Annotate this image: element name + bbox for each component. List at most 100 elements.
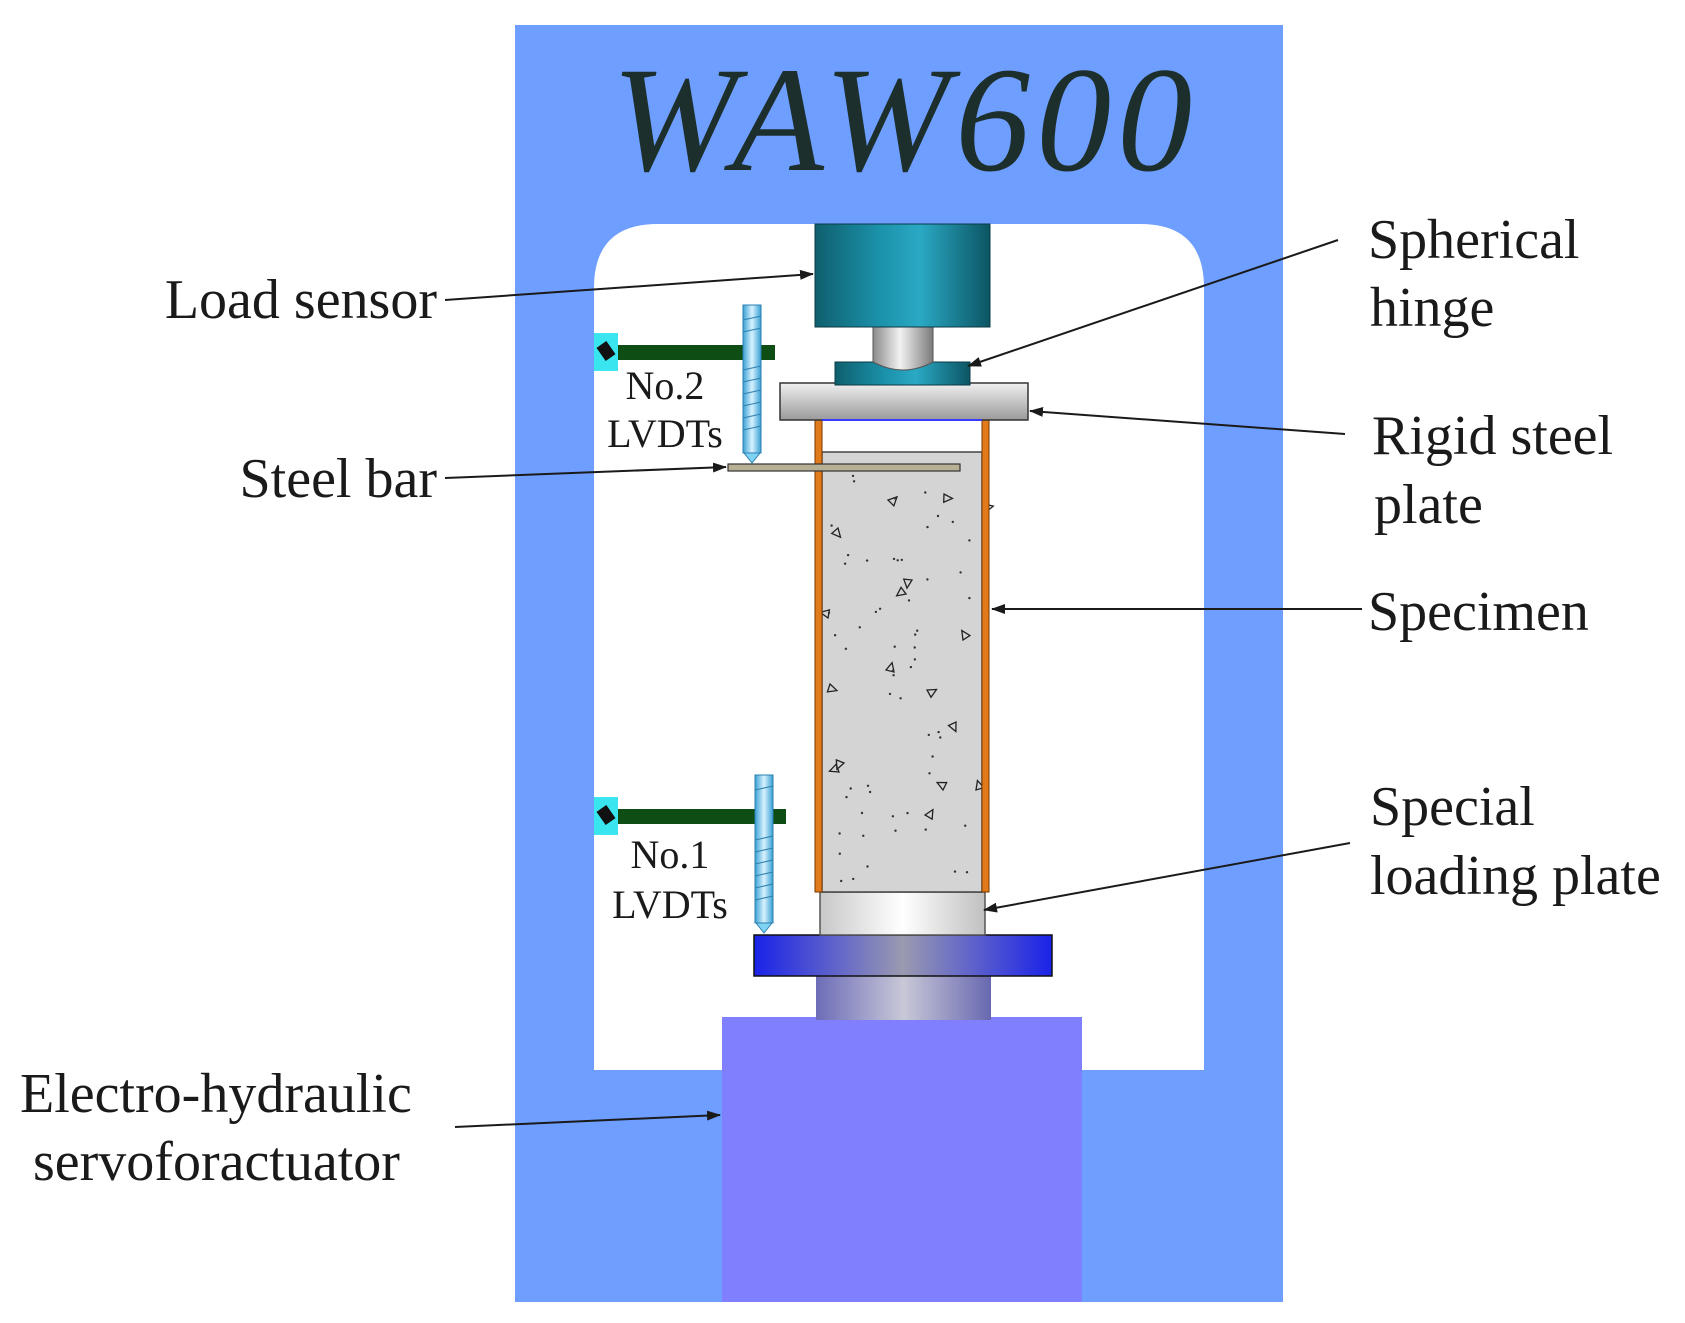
aggregate-speck <box>892 674 895 677</box>
aggregate-speck <box>866 865 869 868</box>
aggregate-speck <box>914 633 917 636</box>
steel-bar <box>727 463 961 472</box>
aggregate-particle <box>895 586 908 597</box>
lvdt1-tip <box>754 922 774 934</box>
aggregate-speck <box>913 658 917 661</box>
aggregate-particle <box>947 720 957 733</box>
label-special-plate-line2: loading plate <box>1370 845 1661 907</box>
aggregate-speck <box>891 669 895 672</box>
label-lvdt2-line2: LVDTs <box>607 411 723 456</box>
label-rigid-plate-line1: Rigid steel <box>1372 405 1613 467</box>
aggregate-speck <box>951 520 954 524</box>
aggregate-speck <box>843 562 847 565</box>
specimen-specks <box>827 467 971 883</box>
aggregate-speck <box>924 828 927 831</box>
lvdt1-clamp-screw <box>596 805 616 825</box>
label-lvdt1-line2: LVDTs <box>612 882 728 927</box>
aggregate-speck <box>858 626 861 629</box>
aggregate-speck <box>968 596 971 600</box>
aggregate-speck <box>906 811 909 815</box>
aggregate-particle <box>975 779 986 791</box>
aggregate-speck <box>830 524 833 527</box>
aggregate-speck <box>888 692 892 696</box>
aggregate-speck <box>936 514 940 518</box>
aggregate-speck <box>927 733 930 737</box>
hinge-neck <box>872 326 934 371</box>
aggregate-speck <box>896 559 899 562</box>
lvdt2-arm <box>618 345 775 360</box>
aggregate-speck <box>851 474 855 478</box>
label-spherical-hinge-line1: Spherical <box>1368 209 1579 271</box>
aggregate-speck <box>846 553 850 557</box>
label-steel-bar: Steel bar <box>240 448 438 510</box>
aggregate-speck <box>965 871 969 874</box>
label-spherical-hinge-line2: hinge <box>1370 277 1494 339</box>
lvdt2-clamp-screw <box>596 341 616 361</box>
aggregate-speck <box>840 879 843 883</box>
aggregate-particle <box>923 808 934 821</box>
aggregate-particle <box>828 763 840 773</box>
label-load-sensor: Load sensor <box>165 269 438 331</box>
aggregate-speck <box>968 539 971 542</box>
special-loading-plate <box>819 891 986 936</box>
leader-rigid-steel-plate <box>1029 406 1346 435</box>
aggregate-particle <box>925 688 938 699</box>
aggregate-speck <box>838 832 841 835</box>
aggregate-speck <box>878 607 882 610</box>
aggregate-particle <box>886 495 899 508</box>
lvdt2-tip <box>742 452 762 464</box>
electro-hydraulic-actuator <box>722 1017 1082 1302</box>
aggregate-speck <box>874 610 878 614</box>
aggregate-speck <box>852 877 855 881</box>
aggregate-particle <box>935 781 948 792</box>
aggregate-speck <box>844 647 848 650</box>
lower-loading-platen <box>753 934 1053 977</box>
steel-tube-right <box>981 417 990 893</box>
aggregate-speck <box>939 736 942 739</box>
aggregate-speck <box>838 852 841 855</box>
aggregate-speck <box>894 829 897 832</box>
aggregate-speck <box>827 611 831 615</box>
aggregate-speck <box>953 870 957 873</box>
machine-model-label: WAW600 <box>612 37 1199 203</box>
lvdt1-threads <box>754 785 774 901</box>
leader-actuator <box>454 1110 721 1128</box>
label-actuator-line1: Electro-hydraulic <box>20 1063 412 1125</box>
aggregate-speck <box>926 525 929 529</box>
aggregate-particle <box>830 526 842 539</box>
aggregate-particle <box>960 629 972 642</box>
aggregate-speck <box>833 634 837 637</box>
label-actuator-line2: servoforactuator <box>33 1131 400 1193</box>
leader-spherical-hinge <box>967 239 1339 367</box>
steel-tube-left <box>814 417 823 893</box>
load-sensor <box>814 223 991 328</box>
aggregate-speck <box>959 571 962 574</box>
leader-load-sensor <box>444 269 814 301</box>
label-rigid-plate-line2: plate <box>1374 474 1483 536</box>
lvdt1-arm <box>618 809 786 824</box>
leader-special-loading-plate <box>983 842 1351 913</box>
aggregate-speck <box>926 578 929 581</box>
aggregate-speck <box>852 480 856 483</box>
leader-steel-bar <box>444 462 727 479</box>
aggregate-speck <box>865 559 869 562</box>
label-special-plate-line1: Special <box>1370 776 1535 838</box>
aggregate-speck <box>900 558 903 562</box>
specimen <box>821 451 983 893</box>
aggregate-speck <box>893 497 896 500</box>
aggregate-particle <box>943 492 954 504</box>
rigid-steel-plate <box>779 382 1029 421</box>
aggregate-speck <box>866 784 870 787</box>
label-lvdt2-line1: No.2 <box>626 363 705 408</box>
aggregate-particle <box>884 661 895 673</box>
aggregate-speck <box>916 629 919 632</box>
aggregate-particle <box>826 682 839 693</box>
aggregate-speck <box>868 790 872 794</box>
aggregate-speck <box>899 697 902 700</box>
aggregate-speck <box>913 646 916 649</box>
aggregate-speck <box>928 772 931 775</box>
aggregate-speck <box>892 557 896 561</box>
aggregate-speck <box>891 815 895 818</box>
